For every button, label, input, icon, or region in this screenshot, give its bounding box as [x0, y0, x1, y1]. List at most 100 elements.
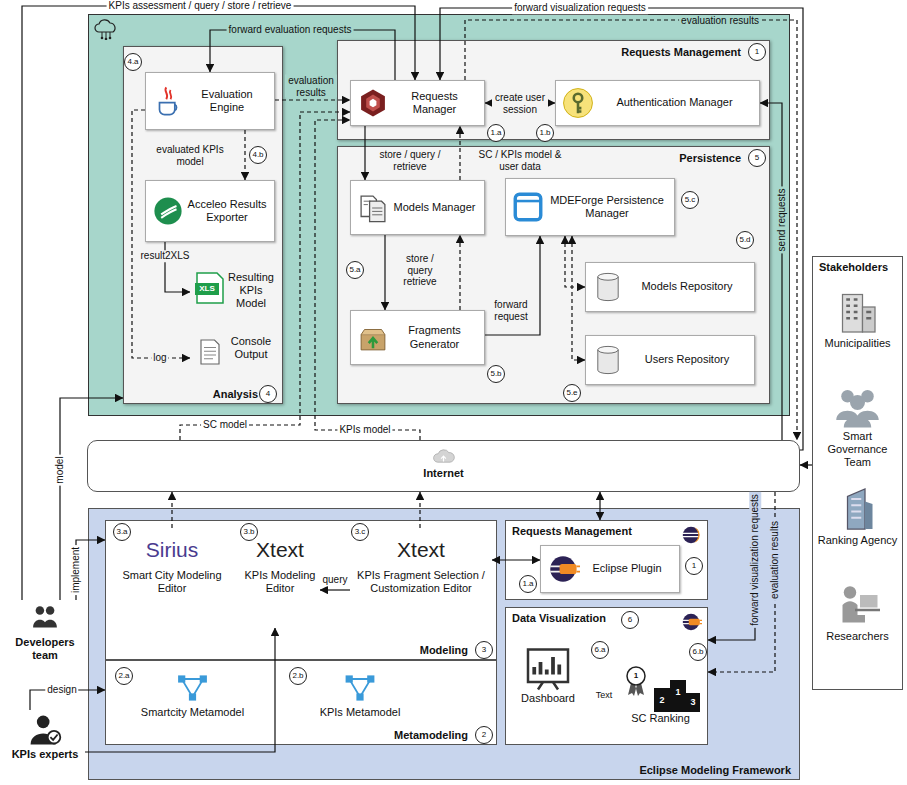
connector [492, 559, 540, 560]
component-label: MDEForge Persistence Manager [545, 194, 669, 220]
edge-label: model [54, 454, 66, 485]
icon-text: 3 [690, 697, 695, 707]
node-label: KPIs experts [12, 748, 79, 761]
group-panel: Analysis Evaluation EngineAcceleo Results… [123, 46, 283, 404]
cloud-icon [89, 443, 798, 467]
connector [275, 99, 350, 100]
component-box: Acceleo Results Exporter [145, 180, 275, 242]
node-label: Smartcity Metamodel [141, 706, 244, 719]
component-label: Models Repository [625, 280, 749, 293]
callout-number: 4.b [249, 146, 267, 164]
node-label: Researchers [826, 630, 888, 643]
component-label: Users Repository [625, 353, 749, 366]
callout-number: 3.c [351, 523, 369, 541]
plug-icon [546, 552, 580, 586]
panel-title: Requests Management [512, 525, 632, 537]
callout-number: 3 [475, 641, 493, 659]
callout-number: 1.b [536, 124, 554, 142]
component-label: Models Manager [390, 201, 479, 214]
component-box: Models Manager [350, 180, 485, 235]
group-panel: Requests ManagementRequests Manager Authe… [337, 40, 770, 140]
icon-text: 1 [634, 671, 638, 680]
connector [800, 464, 812, 465]
callout-number: 1 [748, 43, 766, 61]
component-label: Evaluation Engine [185, 88, 269, 114]
callout-number: 5 [748, 149, 766, 167]
edge-label: log [151, 352, 168, 364]
callout-number: 6.b [689, 643, 707, 661]
group-panel: Data VisualizationDashboardSC Ranking [505, 607, 708, 745]
java-icon [151, 84, 185, 118]
panel-title: Data Visualization [512, 612, 606, 624]
edge-label: evaluated KPIs model [145, 144, 235, 167]
actor-item: Smart Governance Team [815, 378, 900, 476]
component-label: Authentication Manager [595, 96, 754, 109]
edge-label: forward visualization requests [749, 492, 761, 628]
component-label: Console Output [225, 335, 277, 361]
edge-label: forward visualization requests [512, 2, 648, 14]
devs-icon [7, 602, 83, 636]
node-label: Smart City Modeling Editor [114, 569, 230, 595]
node-label: Internet [423, 467, 463, 480]
callout-number: 3.a [113, 523, 131, 541]
metamodel-item: KPIs Metamodel [310, 668, 410, 738]
edge-label: send requests [776, 187, 788, 254]
bldg-icon [817, 287, 898, 337]
plug-icon [679, 611, 703, 633]
people-icon [817, 380, 898, 430]
node-label: Smart Governance Team [817, 430, 898, 470]
connector [599, 492, 600, 520]
node-label: KPIs Modeling Editor [242, 569, 318, 595]
group-panel: Modeling SiriusSmart City Modeling Editor… [105, 520, 497, 660]
eclipse-icon [679, 524, 703, 546]
acc-icon [151, 194, 185, 228]
database-box: Models Repository [585, 262, 755, 312]
edge-label: query [320, 574, 349, 586]
connector [364, 126, 365, 180]
tower-icon [817, 484, 898, 534]
panel-title: Modeling [420, 644, 468, 656]
logo-text: Sirius [146, 538, 199, 561]
desk-icon [817, 580, 898, 630]
editor-item: XtextKPIs Modeling Editor [240, 528, 320, 628]
db-icon [591, 270, 625, 304]
callout-number: 5.d [736, 231, 754, 249]
actor-item: Researchers [815, 578, 900, 666]
pkg-icon [356, 321, 390, 355]
metamodel-item: Smartcity Metamodel [135, 668, 250, 738]
connector [320, 589, 350, 590]
component-label: Acceleo Results Exporter [185, 198, 269, 224]
component-box: Authentication Manager [555, 80, 760, 126]
node-label: Municipalities [824, 337, 890, 350]
log-icon [195, 335, 225, 369]
edge-label: store / query retrieve [395, 253, 445, 288]
icon-text: 1 [675, 687, 680, 697]
node-label: KPIs Fragment Selection / Customization … [352, 569, 490, 595]
connector [244, 130, 245, 180]
editor-item: SiriusSmart City Modeling Editor [112, 528, 232, 628]
logo-text: Xtext [397, 538, 445, 561]
edge-label: create user session [492, 92, 548, 115]
component-box: Fragments Generator [350, 310, 485, 365]
icon-text: Text [596, 690, 613, 700]
component-box: Requests Manager [350, 80, 485, 126]
stakeholder-panel: StakeholdersMunicipalitiesSmart Governan… [812, 256, 903, 690]
component-label: Requests Manager [390, 90, 479, 116]
panel-title: Analysis [213, 388, 258, 400]
panel-title: Requests Management [621, 46, 741, 58]
editor-item: XtextKPIs Fragment Selection / Customiza… [350, 528, 492, 628]
docs-icon [356, 191, 390, 225]
edge-label: evaluation results [769, 519, 781, 601]
actor-item: Ranking Agency [815, 482, 900, 570]
edge-label: design [45, 684, 78, 696]
actor-item: Municipalities [815, 285, 900, 373]
cloud-icon [93, 18, 119, 40]
db-icon [591, 343, 625, 377]
logo-text: Xtext [256, 538, 304, 561]
connector [384, 235, 385, 310]
database-box: Users Repository [585, 335, 755, 385]
component-label: Eclipse Plugin [580, 562, 674, 575]
dash-icon [513, 642, 583, 692]
panel-title: Metamodeling [394, 729, 468, 741]
